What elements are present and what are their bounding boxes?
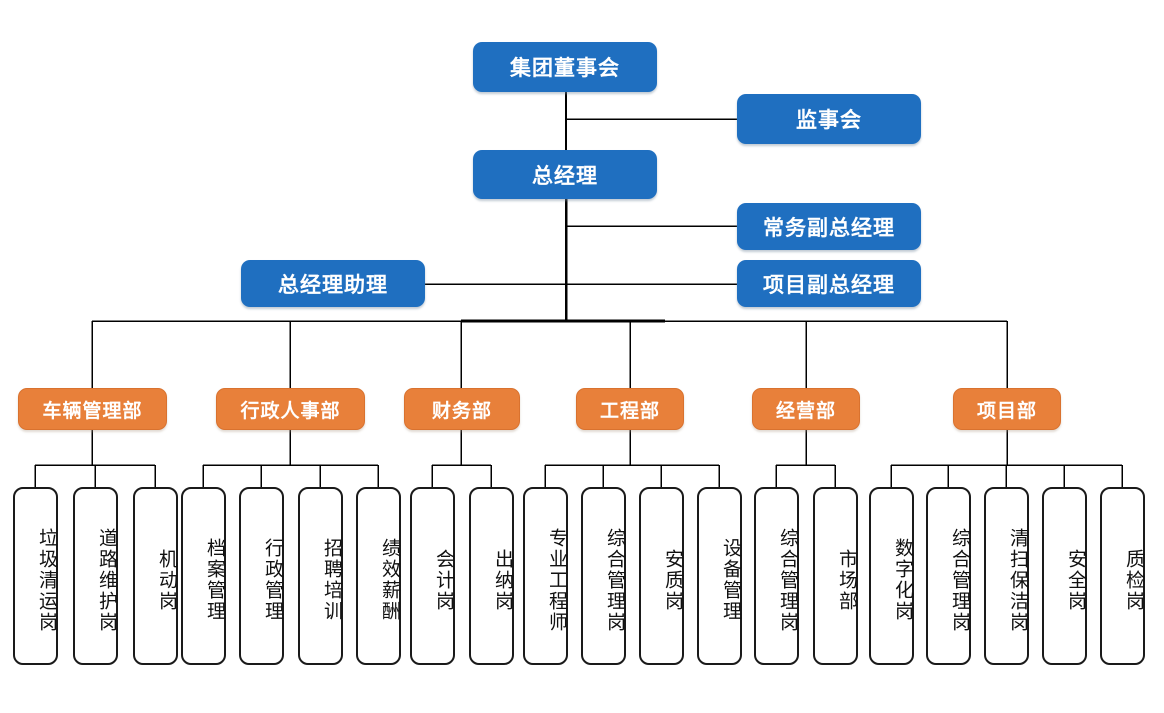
node-position-accounting[interactable]: 会计岗: [410, 487, 455, 665]
node-position-archive-management[interactable]: 档案管理: [181, 487, 226, 665]
node-position-safety[interactable]: 安全岗: [1042, 487, 1087, 665]
node-position-waste-transport[interactable]: 垃圾清运岗: [13, 487, 58, 665]
node-department-project[interactable]: 项目部: [953, 388, 1061, 430]
node-position-admin-management[interactable]: 行政管理: [239, 487, 284, 665]
node-position-mobile-duty[interactable]: 机动岗: [133, 487, 178, 665]
node-position-cashier[interactable]: 出纳岗: [469, 487, 514, 665]
node-department-admin-hr[interactable]: 行政人事部: [216, 388, 365, 430]
node-department-vehicle-management[interactable]: 车辆管理部: [18, 388, 167, 430]
node-position-equipment-management[interactable]: 设备管理: [697, 487, 742, 665]
node-position-engineering-general-management[interactable]: 综合管理岗: [581, 487, 626, 665]
node-position-cleaning-sanitation[interactable]: 清扫保洁岗: [984, 487, 1029, 665]
node-position-recruitment-training[interactable]: 招聘培训: [298, 487, 343, 665]
node-department-engineering[interactable]: 工程部: [576, 388, 684, 430]
node-project-deputy-gm[interactable]: 项目副总经理: [737, 260, 921, 307]
node-supervisory-board[interactable]: 监事会: [737, 94, 921, 144]
node-position-market[interactable]: 市场部: [813, 487, 858, 665]
node-position-performance-compensation[interactable]: 绩效薪酬: [356, 487, 401, 665]
node-position-road-maintenance[interactable]: 道路维护岗: [73, 487, 118, 665]
node-position-quality-inspection[interactable]: 质检岗: [1100, 487, 1145, 665]
node-position-operations-general-management[interactable]: 综合管理岗: [754, 487, 799, 665]
node-department-operations[interactable]: 经营部: [752, 388, 860, 430]
node-department-finance[interactable]: 财务部: [404, 388, 520, 430]
node-general-manager[interactable]: 总经理: [473, 150, 657, 199]
node-executive-deputy-gm[interactable]: 常务副总经理: [737, 203, 921, 250]
node-position-project-general-management[interactable]: 综合管理岗: [926, 487, 971, 665]
node-gm-assistant[interactable]: 总经理助理: [241, 260, 425, 307]
node-position-safety-quality[interactable]: 安质岗: [639, 487, 684, 665]
node-board[interactable]: 集团董事会: [473, 42, 657, 92]
node-position-professional-engineer[interactable]: 专业工程师: [523, 487, 568, 665]
node-position-digitalization[interactable]: 数字化岗: [869, 487, 914, 665]
